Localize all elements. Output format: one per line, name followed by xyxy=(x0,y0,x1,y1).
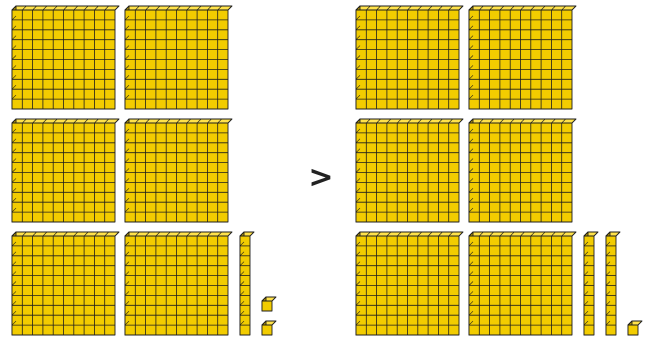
left-hundred-flat xyxy=(125,232,232,335)
right-ten-rod xyxy=(606,232,620,335)
left-one-unit xyxy=(262,321,276,335)
left-one-unit xyxy=(262,297,276,311)
right-ten-rod xyxy=(584,232,598,335)
right-hundred-flat xyxy=(469,6,576,109)
right-hundred-flat xyxy=(356,119,463,222)
left-hundred-flat xyxy=(12,232,119,335)
right-hundred-flat xyxy=(356,6,463,109)
left-hundred-flat xyxy=(125,6,232,109)
right-hundred-flat xyxy=(469,119,576,222)
left-ten-rod xyxy=(240,232,254,335)
left-hundred-flat xyxy=(12,6,119,109)
right-hundred-flat xyxy=(469,232,576,335)
right-hundred-flat xyxy=(356,232,463,335)
left-hundred-flat xyxy=(12,119,119,222)
right-one-unit xyxy=(628,321,642,335)
left-hundred-flat xyxy=(125,119,232,222)
comparison-symbol: > xyxy=(307,160,335,196)
